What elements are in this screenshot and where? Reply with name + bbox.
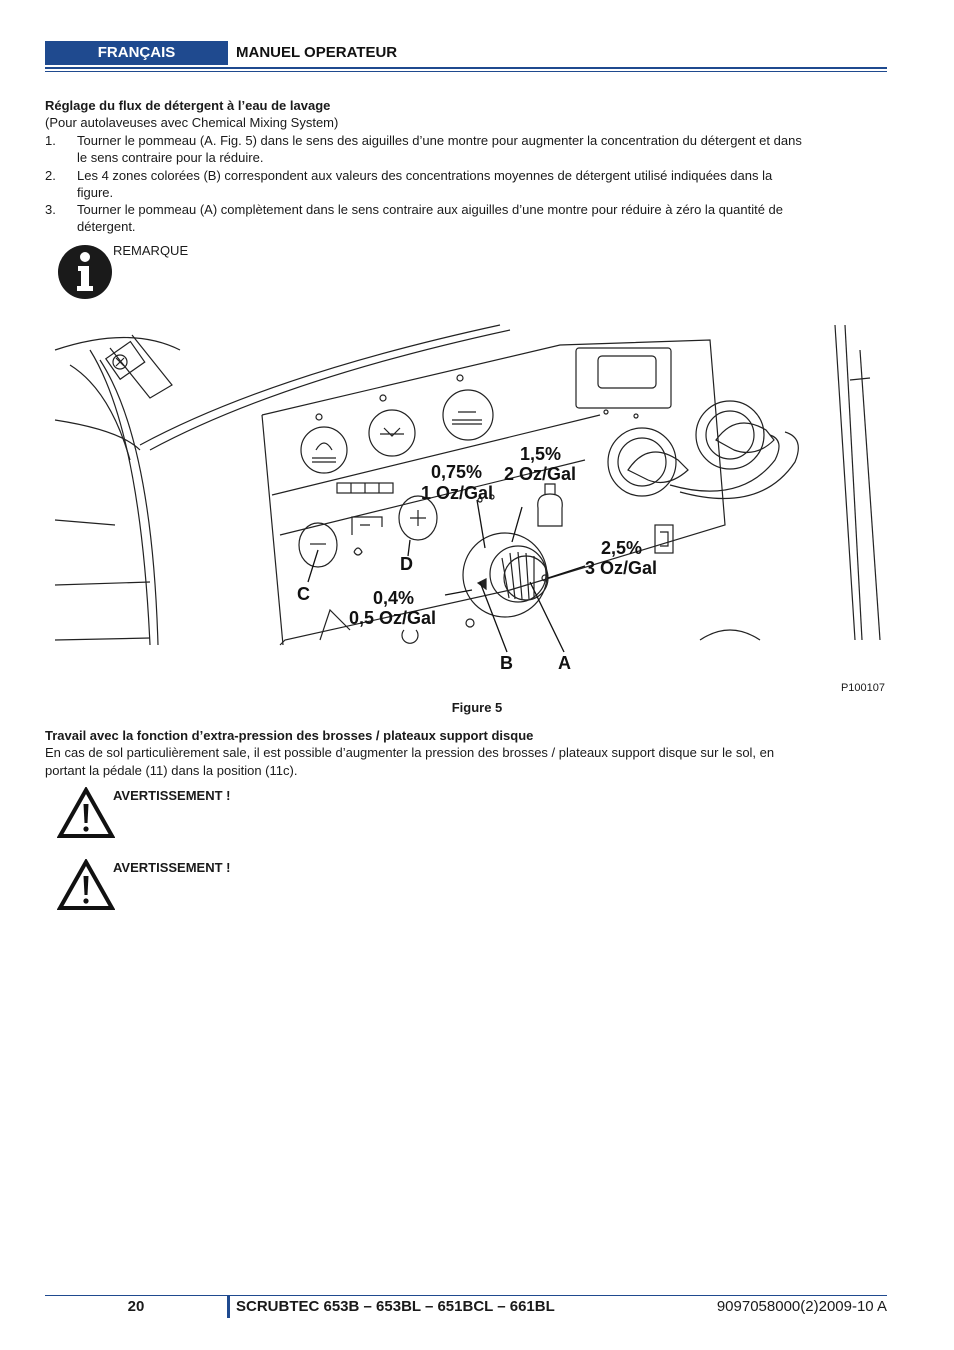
label-075-percent: 0,75%	[431, 462, 482, 482]
list-item-line: détergent.	[77, 219, 136, 234]
list-item-number: 2.	[45, 168, 56, 183]
note-label: REMARQUE	[113, 243, 189, 258]
warning-icon	[56, 857, 116, 911]
section-body-line: portant la pédale (11) dans la position …	[45, 763, 298, 778]
warning-label: AVERTISSEMENT !	[113, 860, 231, 875]
warning-label: AVERTISSEMENT !	[113, 788, 231, 803]
label-c: C	[297, 584, 310, 604]
list-item-line: Tourner le pommeau (A. Fig. 5) dans le s…	[77, 133, 802, 148]
label-25-percent: 2,5%	[601, 538, 642, 558]
list-item-number: 3.	[45, 202, 56, 217]
language-tab: FRANÇAIS	[45, 41, 228, 65]
list-item-number: 1.	[45, 133, 56, 148]
label-15-oz: 2 Oz/Gal	[504, 464, 576, 484]
list-item-line: Tourner le pommeau (A) complètement dans…	[77, 202, 783, 217]
control-panel-figure: 0,75% 1 Oz/Gal 1,5% 2 Oz/Gal 2,5% 3 Oz/G…	[40, 320, 920, 680]
list-item-line: figure.	[77, 185, 114, 200]
info-icon	[58, 245, 112, 299]
footer-divider	[227, 1296, 230, 1318]
label-075-oz: 1 Oz/Gal	[421, 483, 493, 503]
label-04-percent: 0,4%	[373, 588, 414, 608]
header-rule-thin	[45, 71, 887, 72]
section-body-line: En cas de sol particulièrement sale, il …	[45, 745, 775, 760]
manual-title: MANUEL OPERATEUR	[236, 44, 398, 61]
label-a: A	[558, 653, 571, 673]
label-25-oz: 3 Oz/Gal	[585, 558, 657, 578]
list-item-line: Les 4 zones colorées (B) correspondent a…	[77, 168, 773, 183]
model-name: SCRUBTEC 653B – 653BL – 651BCL – 661BL	[236, 1298, 555, 1315]
section-heading: Réglage du flux de détergent à l’eau de …	[45, 98, 331, 113]
figure-caption: Figure 5	[451, 700, 503, 715]
section-subtitle: (Pour autolaveuses avec Chemical Mixing …	[45, 115, 339, 130]
footer-rule	[45, 1295, 887, 1296]
section-heading: Travail avec la fonction d’extra-pressio…	[45, 728, 534, 743]
document-number: 9097058000(2)2009-10 A	[716, 1298, 887, 1315]
instruction-list: 1. Tourner le pommeau (A. Fig. 5) dans l…	[0, 132, 954, 236]
warning-icon	[56, 785, 116, 839]
page-number: 20	[127, 1298, 145, 1315]
label-b: B	[500, 653, 513, 673]
list-item-line: le sens contraire pour la réduire.	[77, 150, 264, 165]
figure-id: P100107	[840, 682, 885, 694]
label-04-oz: 0,5 Oz/Gal	[349, 608, 436, 628]
label-15-percent: 1,5%	[520, 444, 561, 464]
header-rule	[45, 67, 887, 69]
label-d: D	[400, 554, 413, 574]
